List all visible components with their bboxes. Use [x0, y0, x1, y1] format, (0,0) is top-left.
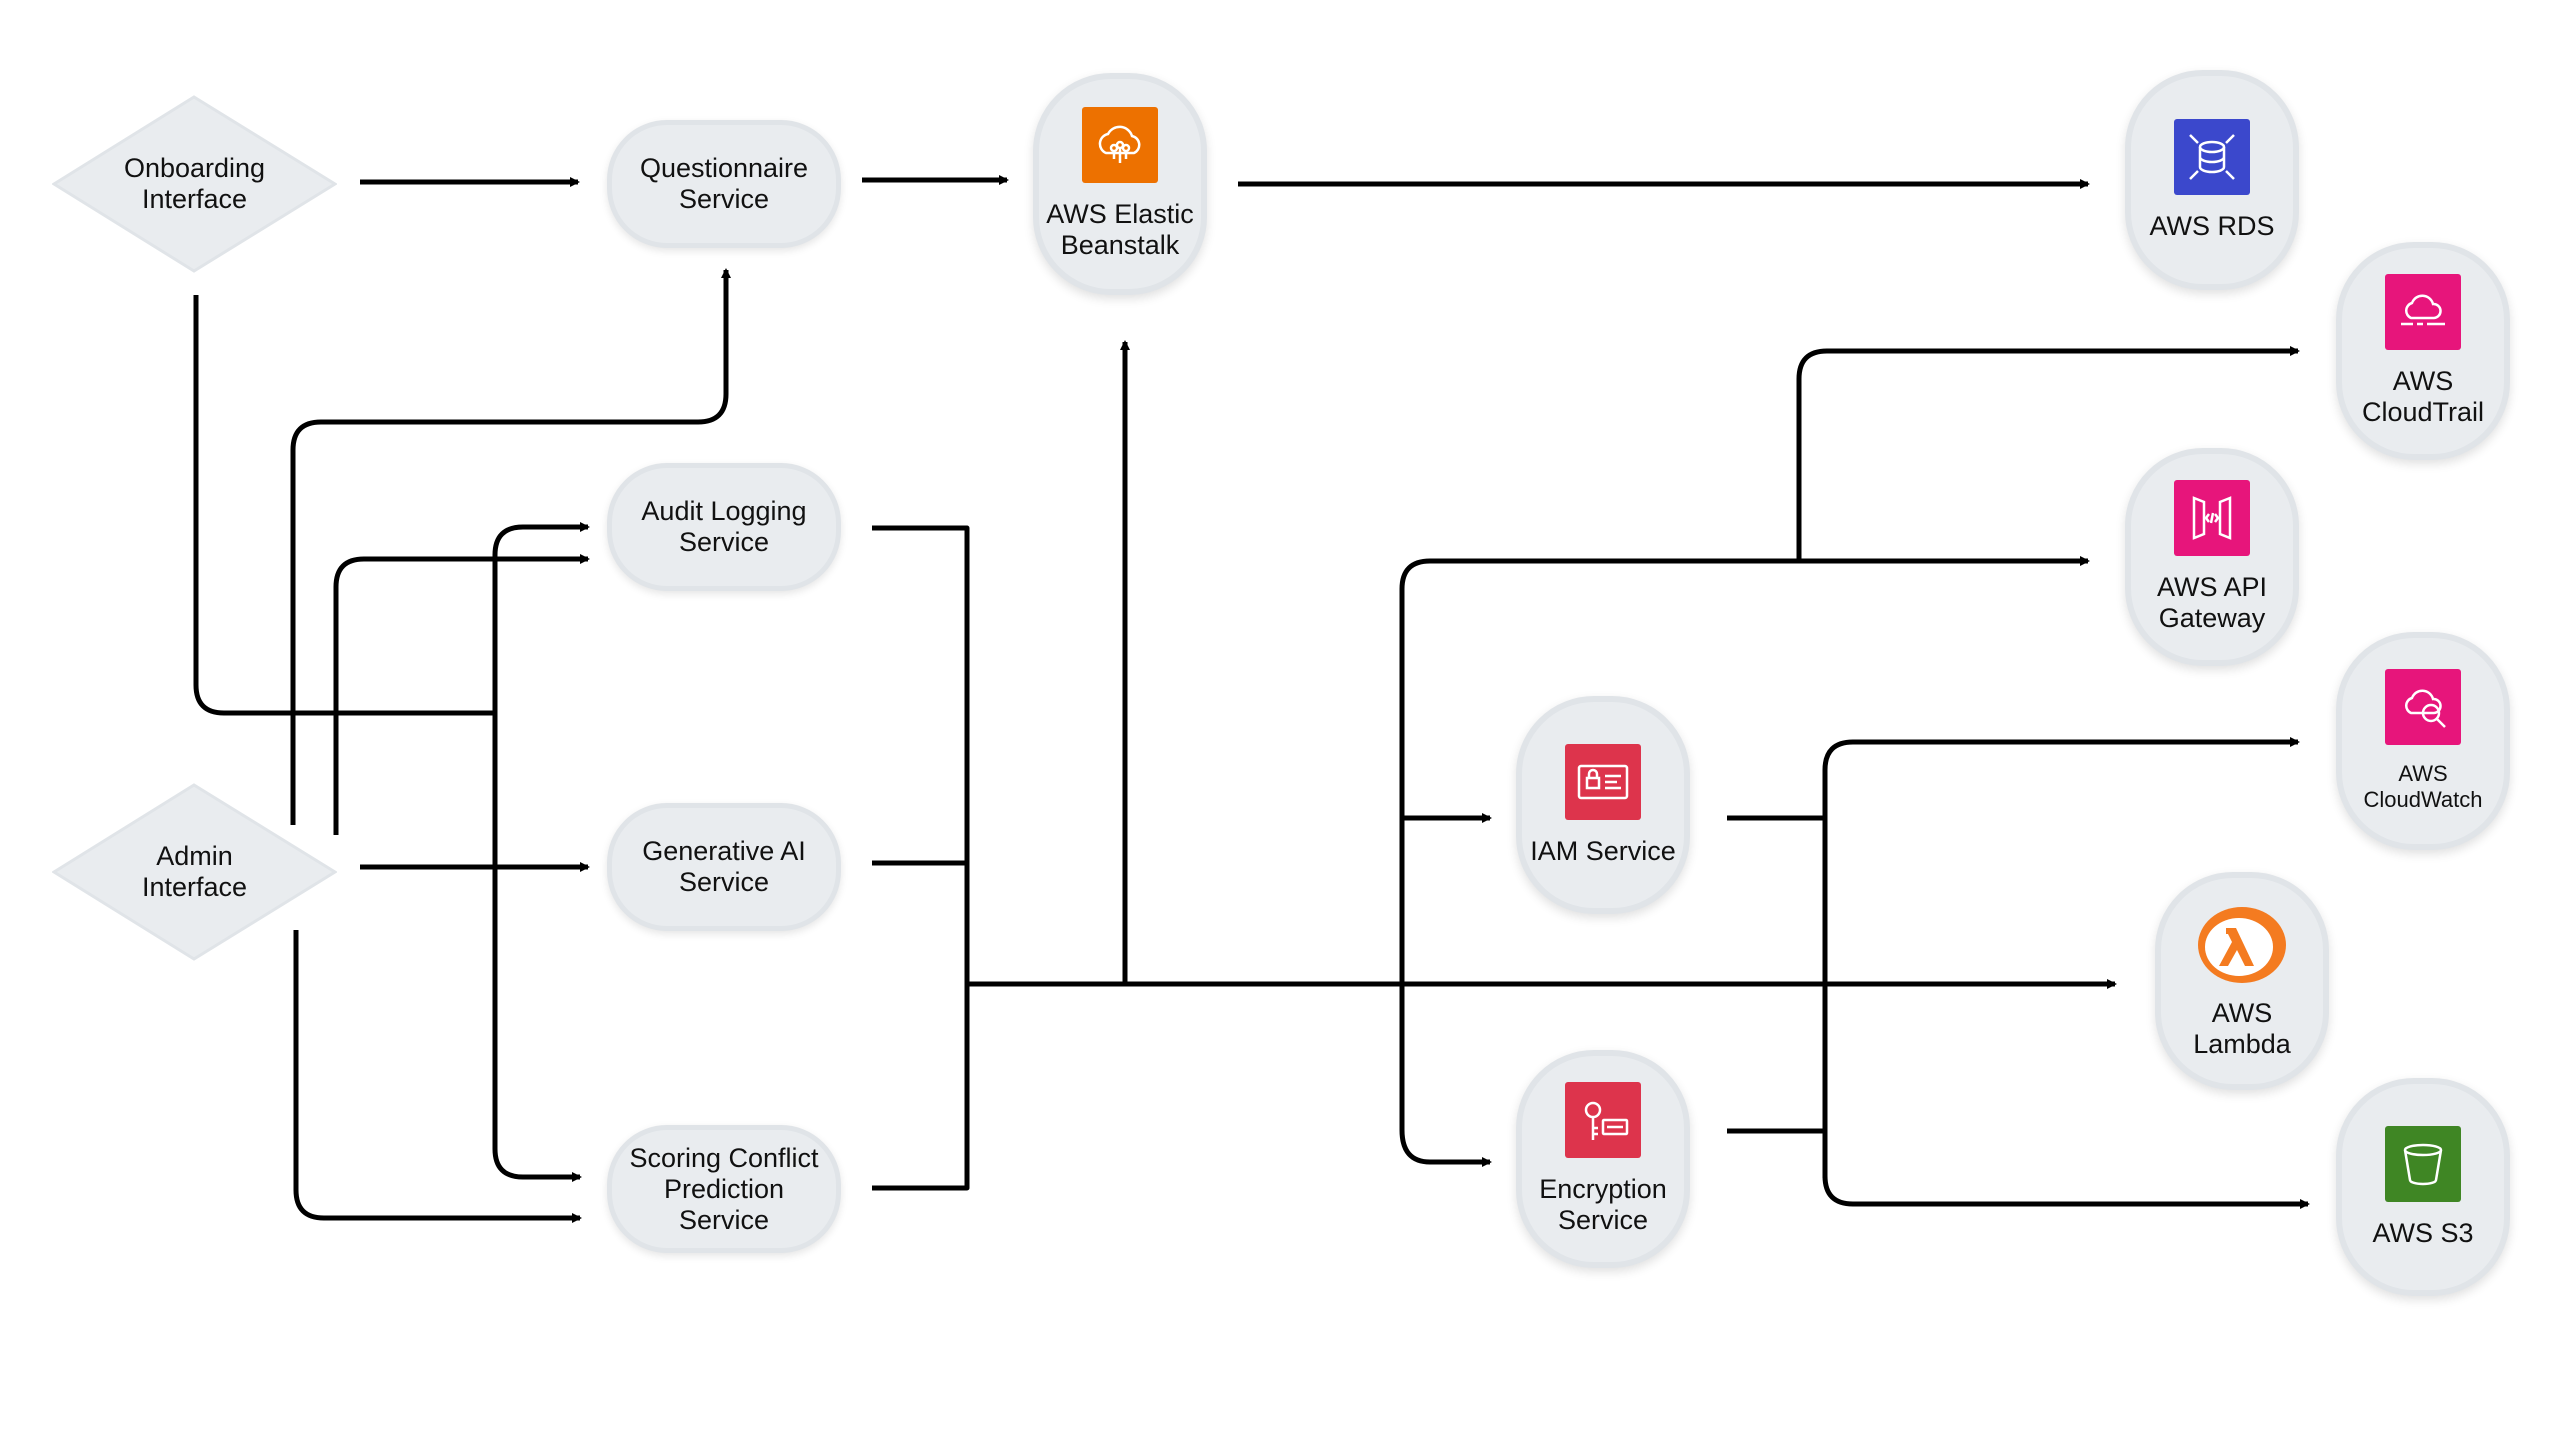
onboarding-interface-label: Onboarding Interface — [123, 153, 266, 214]
cloud-watch-icon — [2385, 669, 2461, 745]
admin-interface-label: Admin Interface — [141, 841, 248, 902]
iam-service-label: IAM Service — [1530, 835, 1676, 866]
aws-s3-node: AWS S3 — [2336, 1078, 2510, 1296]
aws-lambda-node: AWS Lambda — [2155, 872, 2329, 1090]
encryption-service-node: Encryption Service — [1516, 1050, 1690, 1268]
diamond-shape — [52, 95, 337, 273]
aws-elastic-beanstalk-node: AWS Elastic Beanstalk — [1033, 73, 1207, 295]
audit-logging-service-node: Audit Logging Service — [607, 463, 841, 591]
edge-spine-encryption — [1399, 1129, 1492, 1167]
scoring-conflict-prediction-service-node: Scoring Conflict Prediction Service — [607, 1125, 841, 1253]
admin-interface-node: Admin Interface — [52, 783, 337, 961]
edge-admin-questionnaire — [290, 268, 731, 825]
edge-merge-s3 — [1822, 1175, 2310, 1209]
scoring-conflict-prediction-service-label: Scoring Conflict Prediction Service — [629, 1142, 819, 1235]
edge-merge-cloudwatch — [1822, 737, 2300, 1178]
aws-cloudtrail-node: AWS CloudTrail — [2336, 242, 2510, 460]
edge-admin-audit — [333, 554, 590, 835]
edge-bus-audit — [492, 522, 590, 1149]
elastic-beanstalk-icon — [1082, 107, 1158, 183]
bucket-icon — [2385, 1125, 2461, 1202]
questionnaire-service-node: Questionnaire Service — [607, 120, 841, 248]
aws-lambda-label: AWS Lambda — [2193, 998, 2291, 1059]
edge-spine-apigateway — [1399, 556, 2090, 1130]
onboarding-interface-node: Onboarding Interface — [52, 95, 337, 273]
aws-api-gateway-node: AWS API Gateway — [2125, 448, 2299, 666]
aws-rds-node: AWS RDS — [2125, 70, 2299, 290]
aws-elastic-beanstalk-label: AWS Elastic Beanstalk — [1046, 199, 1194, 260]
aws-cloudwatch-node: AWS CloudWatch — [2336, 632, 2510, 850]
database-icon — [2174, 118, 2250, 195]
api-gateway-icon — [2174, 480, 2250, 556]
lambda-icon — [2192, 902, 2292, 988]
aws-cloudwatch-label: AWS CloudWatch — [2363, 761, 2483, 812]
edge-admin-scoring — [293, 930, 582, 1223]
generative-ai-service-label: Generative AI Service — [642, 836, 806, 897]
edge-onboarding-down — [193, 295, 495, 716]
iam-identity-icon — [1565, 743, 1641, 820]
diamond-shape — [52, 783, 337, 961]
aws-s3-label: AWS S3 — [2372, 1217, 2474, 1248]
edge-audit-merge — [872, 525, 970, 1191]
edge-bus-scoring — [492, 1148, 582, 1182]
questionnaire-service-label: Questionnaire Service — [639, 153, 809, 214]
aws-api-gateway-label: AWS API Gateway — [2156, 572, 2268, 633]
edge-spine-cloudtrail — [1796, 346, 2300, 561]
aws-rds-label: AWS RDS — [2149, 210, 2275, 241]
aws-cloudtrail-label: AWS CloudTrail — [2361, 366, 2485, 427]
encryption-key-icon — [1565, 1082, 1641, 1158]
encryption-service-label: Encryption Service — [1539, 1174, 1667, 1235]
iam-service-node: IAM Service — [1516, 696, 1690, 914]
cloud-trail-icon — [2385, 274, 2461, 350]
generative-ai-service-node: Generative AI Service — [607, 803, 841, 931]
audit-logging-service-label: Audit Logging Service — [641, 496, 807, 557]
